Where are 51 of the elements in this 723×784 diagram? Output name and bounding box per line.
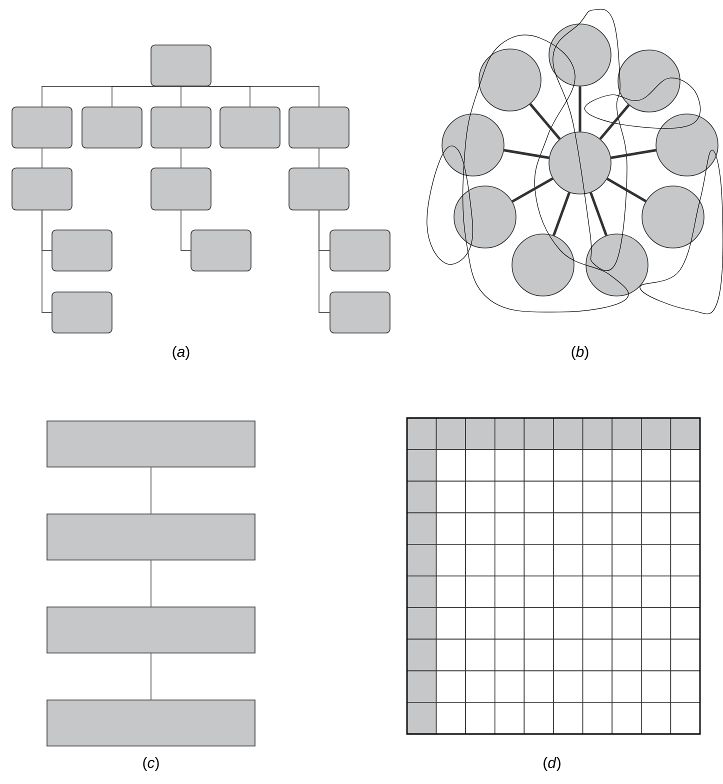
connector-line (512, 177, 554, 203)
circle-node (512, 234, 574, 296)
box-node (150, 44, 212, 86)
box-node (12, 168, 72, 210)
connector-line (529, 103, 561, 140)
connector-line (180, 148, 182, 168)
circle-node (642, 186, 704, 248)
circle-node (548, 132, 612, 194)
box-node (46, 514, 256, 560)
connector-line (150, 560, 152, 607)
box-node (46, 606, 256, 654)
connector-line (590, 192, 608, 236)
box-node (46, 700, 256, 746)
connector-line (42, 210, 52, 313)
box-node (150, 106, 212, 148)
box-node (12, 106, 72, 148)
panel-caption: (a) (172, 346, 190, 360)
circle-node (656, 114, 718, 176)
circle-node (454, 186, 516, 248)
connector-line (599, 104, 630, 140)
connector-line (150, 467, 152, 514)
box-node (52, 292, 112, 334)
circle-node (478, 48, 542, 112)
connector-line (112, 86, 182, 107)
panel-caption: (b) (572, 346, 588, 360)
connector-line (180, 210, 191, 251)
connector-line (552, 192, 571, 236)
connector-line (610, 148, 656, 160)
box-node (46, 420, 256, 468)
box-node (288, 106, 350, 148)
box-node (150, 168, 212, 210)
panel-caption: (d) (544, 757, 560, 771)
box-node (82, 106, 142, 148)
box-node (330, 230, 390, 272)
box-node (52, 230, 112, 272)
circle-node (618, 50, 680, 112)
box-node (330, 292, 390, 334)
box-node (220, 106, 280, 148)
connector-line (150, 653, 152, 700)
box-node (190, 230, 252, 272)
box-node (288, 168, 350, 210)
connector-line (180, 86, 320, 107)
connector-line (318, 148, 320, 168)
circle-node (442, 114, 504, 176)
circle-node (586, 234, 648, 296)
connector-line (180, 86, 182, 107)
connector-line (606, 178, 646, 202)
connector-line (318, 210, 330, 313)
connector-line (504, 148, 550, 160)
circle-node (548, 24, 612, 86)
connector-line (578, 86, 582, 132)
